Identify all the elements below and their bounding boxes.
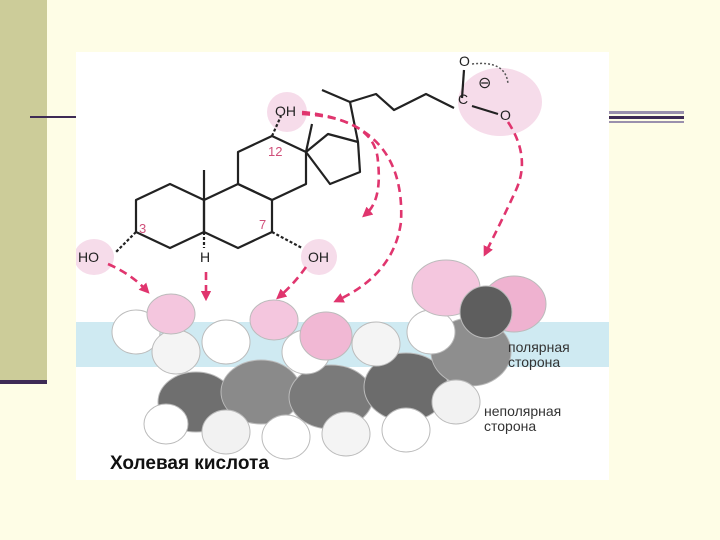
carboxyl-o-bottom-bond: [471, 104, 499, 116]
ring-d: [304, 132, 362, 186]
arrow-ho-3: [107, 262, 150, 294]
halo-oh-top: [267, 92, 307, 132]
left-accent-bar: [0, 0, 47, 382]
atom-h11: [351, 321, 401, 367]
arrow-oh-7: [276, 266, 308, 300]
atom-h9: [431, 379, 481, 425]
ring-number-3: 3: [139, 221, 147, 236]
carboxyl-o-top-bond: [460, 69, 466, 99]
atom-o-3: [146, 293, 196, 335]
polar-line-2: сторона: [508, 354, 561, 370]
arrow-carboxyl: [483, 121, 524, 257]
nonpolar-line-1: неполярная: [484, 403, 562, 419]
halo-carboxyl: [458, 68, 542, 136]
atom-h4: [143, 403, 189, 445]
side-chain: [348, 92, 455, 143]
atom-o-7: [249, 299, 299, 341]
title-rule-right-dark: [606, 116, 684, 119]
ring-number-7: 7: [259, 217, 267, 232]
carboxyl-c-label: C: [458, 91, 469, 107]
oh-3-bond: [115, 231, 137, 253]
title-rule-left: [30, 116, 90, 118]
arrow-oh-12: [301, 110, 403, 303]
space-filling-model: [111, 259, 547, 460]
negative-charge-icon: ⊖: [478, 75, 492, 92]
polar-line-1: полярная: [508, 339, 570, 355]
left-accent-underline: [0, 380, 47, 384]
interaction-arrows: [107, 110, 524, 303]
atom-o-12: [299, 311, 353, 361]
halo-oh-left: [76, 239, 114, 275]
carboxyl-dotted-arc: [471, 62, 509, 85]
methyl-20: [321, 88, 351, 104]
ring-b: [202, 182, 274, 250]
atom-h8: [381, 407, 431, 453]
oh-right-label: OH: [308, 249, 329, 265]
carboxyl-o-top-label: O: [459, 53, 470, 69]
arrow-oh-12-second: [301, 112, 381, 218]
title-rule-right-light: [606, 121, 684, 123]
skeletal-formula: [115, 69, 499, 253]
title-rule-right: [606, 111, 684, 114]
atom-h6: [261, 414, 311, 460]
atom-h2: [151, 329, 201, 375]
atom-h7: [321, 411, 371, 457]
polar-side-label: полярная сторона: [508, 340, 570, 370]
ring-a: [134, 182, 206, 250]
oh-7-bond: [271, 231, 303, 249]
atom-h5: [201, 409, 251, 455]
oh-12-bond: [270, 115, 283, 137]
cholic-acid-figure: OH HO OH H O C O ⊖ 3 7 12 полярная сторо…: [76, 52, 609, 480]
oh-halos: [76, 68, 542, 275]
halo-oh-right: [301, 239, 337, 275]
methyl-13: [304, 123, 314, 153]
h-label: H: [200, 249, 211, 265]
nonpolar-side-label: неполярная сторона: [484, 404, 561, 434]
atom-h12: [406, 309, 456, 355]
figure-caption: Холевая кислота: [110, 453, 269, 474]
ho-left-label: HO: [78, 249, 99, 265]
cholic-acid-drawing: [76, 62, 609, 460]
nonpolar-line-2: сторона: [484, 418, 537, 434]
carboxyl-o-bottom-label: O: [500, 107, 511, 123]
atom-h3: [201, 319, 251, 365]
atom-c-carboxyl: [459, 285, 513, 339]
oh-top-label: OH: [275, 103, 296, 119]
ring-number-12: 12: [268, 144, 283, 159]
